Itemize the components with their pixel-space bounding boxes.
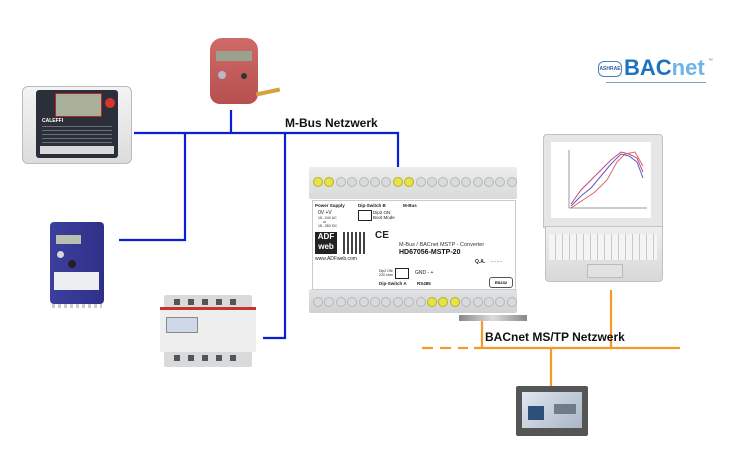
blue-heat-meter xyxy=(50,222,106,310)
heat-meter-caleffi: CALEFFI xyxy=(22,82,132,164)
lcd-display xyxy=(216,51,252,61)
model-number: HD67056-MSTP-20 xyxy=(399,249,461,256)
terminal-screw xyxy=(427,177,437,187)
terminal-screw xyxy=(404,297,415,307)
terminal-screw xyxy=(495,177,506,187)
mbus-network-label: M-Bus Netzwerk xyxy=(285,116,378,130)
laptop-screen xyxy=(551,142,651,218)
qr-code xyxy=(343,232,365,254)
terminal-screw xyxy=(438,297,449,307)
terminal-screw xyxy=(472,177,483,187)
bacnet-logo: ASHRAE BACnet ™ xyxy=(598,55,713,86)
terminal-screw xyxy=(449,177,460,187)
dip-switch-b[interactable] xyxy=(358,210,372,221)
terminal-screw xyxy=(392,177,403,187)
lcd-display xyxy=(55,93,102,117)
terminal-screw xyxy=(484,297,494,307)
terminal-screw xyxy=(347,177,358,187)
terminal-screw xyxy=(381,177,392,187)
terminal-screw xyxy=(313,177,323,187)
terminal-screw xyxy=(370,297,380,307)
terminal-screw xyxy=(415,297,426,307)
red-button xyxy=(105,98,115,108)
terminal-screw xyxy=(358,297,369,307)
terminal-screw xyxy=(324,177,335,187)
terminal-screw xyxy=(438,177,449,187)
terminal-screw xyxy=(324,297,335,307)
terminal-screw xyxy=(461,297,472,307)
mbus-drop-din-meter xyxy=(263,133,287,340)
hmi-touch-panel xyxy=(516,386,590,438)
terminal-screw xyxy=(313,297,323,307)
sensor-cables xyxy=(255,87,281,97)
terminal-screw xyxy=(495,297,506,307)
keyboard xyxy=(549,234,657,260)
bacnet-network-label: BACnet MS/TP Netzwerk xyxy=(485,330,625,344)
red-compact-meter xyxy=(208,38,281,108)
ashrae-badge: ASHRAE xyxy=(598,61,622,77)
terminal-screw xyxy=(404,177,415,187)
terminal-screw xyxy=(506,177,517,187)
din-rail-energy-meter xyxy=(160,295,256,367)
terminal-screw xyxy=(358,177,369,187)
terminal-screw xyxy=(347,297,358,307)
laptop xyxy=(543,134,663,284)
terminal-screw xyxy=(335,297,346,307)
terminal-screw xyxy=(415,177,426,187)
terminal-screw xyxy=(335,177,346,187)
terminal-screw xyxy=(506,297,517,307)
din-clip xyxy=(459,315,527,321)
mbus-drop-blue-meter xyxy=(119,133,187,242)
terminal-screw xyxy=(461,177,472,187)
terminal-screw xyxy=(381,297,392,307)
rs232-port[interactable]: RS232 xyxy=(489,277,513,288)
terminal-screw xyxy=(484,177,494,187)
lcd-display xyxy=(56,235,81,244)
product-description: M-Bus / BACnet MSTP - Converter xyxy=(399,242,485,248)
terminal-screw xyxy=(392,297,403,307)
mbus-lines xyxy=(119,110,400,340)
terminal-screw xyxy=(370,177,380,187)
terminal-screw xyxy=(472,297,483,307)
dip-switch-a[interactable] xyxy=(395,268,409,279)
bacnet-lines xyxy=(422,290,680,386)
terminal-screw xyxy=(427,297,437,307)
terminal-screw xyxy=(449,297,460,307)
mbus-trunk xyxy=(134,131,400,170)
screen-chart xyxy=(568,150,647,209)
bacnet-logo-text: BACnet xyxy=(624,55,705,80)
mbus-bacnet-converter: Power Supply 0V +V 15...24V AC or 18...3… xyxy=(309,167,527,321)
converter-front-panel: Power Supply 0V +V 15...24V AC or 18...3… xyxy=(312,200,516,290)
lcd-display xyxy=(166,317,198,333)
touchpad xyxy=(587,264,623,278)
ce-mark: CE xyxy=(375,230,389,241)
